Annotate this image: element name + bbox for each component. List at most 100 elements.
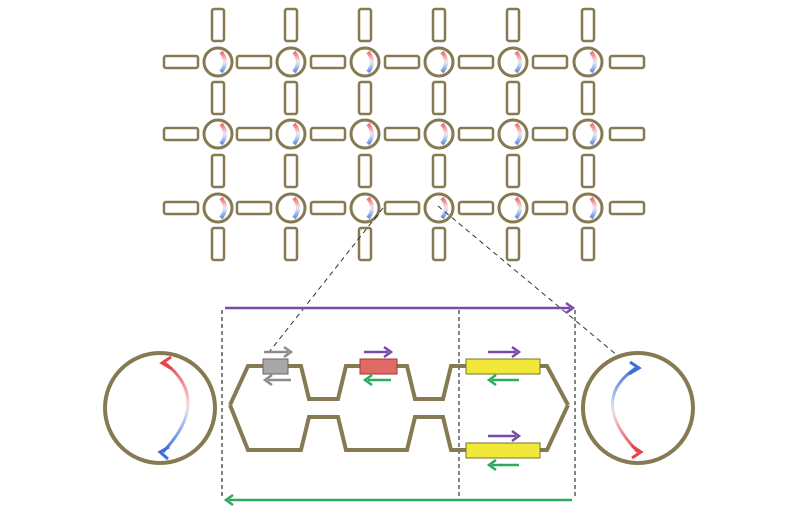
blue-arrowhead-icon	[157, 445, 170, 461]
vertical-coupler	[283, 226, 299, 262]
vertical-coupler	[505, 153, 521, 189]
circulating-light-icon	[440, 50, 448, 74]
circulating-light-icon	[219, 196, 227, 220]
ring-resonator	[497, 46, 529, 78]
horizontal-coupler	[309, 126, 347, 142]
red-arrowhead-icon	[631, 444, 644, 460]
horizontal-coupler	[162, 200, 200, 216]
vertical-coupler	[283, 7, 299, 43]
ring-resonator	[572, 192, 604, 224]
left-ring-resonator	[103, 351, 217, 465]
ring-resonator	[423, 46, 455, 78]
circulating-light-icon	[514, 122, 522, 146]
vertical-coupler	[580, 226, 596, 262]
horizontal-coupler	[383, 126, 421, 142]
horizontal-coupler	[235, 54, 273, 70]
blue-arrowhead-icon	[628, 360, 642, 376]
purple-forward-arrow-head	[383, 345, 394, 359]
red-phase-element	[359, 358, 398, 375]
horizontal-coupler	[383, 54, 421, 70]
horizontal-coupler	[531, 126, 569, 142]
circulating-light-icon	[589, 196, 597, 220]
circulating-light-icon	[292, 50, 300, 74]
circulating-light-icon	[440, 122, 448, 146]
vertical-coupler	[283, 153, 299, 189]
zoom-guide-line	[437, 205, 619, 357]
horizontal-coupler	[531, 200, 569, 216]
vertical-coupler	[505, 80, 521, 116]
horizontal-coupler	[309, 200, 347, 216]
vertical-coupler	[580, 80, 596, 116]
circulating-light-icon	[219, 122, 227, 146]
vertical-coupler	[431, 226, 447, 262]
yellow-phase-element-bottom	[465, 442, 541, 459]
left-ring-circulation	[161, 361, 190, 454]
vertical-coupler	[357, 226, 373, 262]
circulating-light-icon	[366, 122, 374, 146]
circulating-light-icon	[514, 50, 522, 74]
horizontal-coupler	[457, 54, 495, 70]
ring-resonator	[572, 46, 604, 78]
ring-lattice-grid	[162, 7, 646, 262]
circulating-light-icon	[589, 50, 597, 74]
zoom-guide-line	[265, 207, 384, 357]
circulating-light-icon	[514, 196, 522, 220]
vertical-coupler	[357, 153, 373, 189]
horizontal-coupler	[531, 54, 569, 70]
horizontal-coupler	[383, 200, 421, 216]
gray-phase-element	[262, 358, 289, 375]
vertical-coupler	[505, 226, 521, 262]
ring-resonator	[202, 192, 234, 224]
horizontal-coupler	[457, 126, 495, 142]
ring-resonator	[275, 46, 307, 78]
vertical-coupler	[431, 7, 447, 43]
backward-propagation-arrow-head	[223, 493, 234, 507]
ring-resonator	[202, 118, 234, 150]
vertical-coupler	[210, 80, 226, 116]
circulating-light-icon	[366, 196, 374, 220]
horizontal-coupler	[235, 126, 273, 142]
unit-cell-detail	[103, 205, 695, 507]
green-backward-arrow-head	[362, 373, 373, 387]
horizontal-coupler	[457, 200, 495, 216]
vertical-coupler	[431, 153, 447, 189]
ring-resonator	[275, 192, 307, 224]
horizontal-coupler	[608, 200, 646, 216]
vertical-coupler	[580, 153, 596, 189]
vertical-coupler	[357, 80, 373, 116]
red-arrowhead-icon	[159, 355, 173, 371]
vertical-coupler	[357, 7, 373, 43]
vertical-coupler	[210, 7, 226, 43]
ring-resonator	[349, 118, 381, 150]
horizontal-coupler	[309, 54, 347, 70]
ring-resonator	[202, 46, 234, 78]
gray-forward-arrow-head	[283, 345, 294, 359]
vertical-coupler	[580, 7, 596, 43]
circulating-light-icon	[292, 122, 300, 146]
ring-resonator	[497, 192, 529, 224]
circulating-light-icon	[219, 50, 227, 74]
gray-backward-arrow-head	[262, 373, 273, 387]
vertical-coupler	[431, 80, 447, 116]
circulating-light-icon	[292, 196, 300, 220]
vertical-coupler	[283, 80, 299, 116]
right-ring-resonator	[581, 351, 695, 465]
circulating-light-icon	[366, 50, 374, 74]
ring-resonator	[572, 118, 604, 150]
ring-resonator	[423, 192, 455, 224]
ring-resonator	[497, 118, 529, 150]
ring-resonator	[349, 46, 381, 78]
circulating-light-icon	[440, 196, 448, 220]
horizontal-coupler	[162, 54, 200, 70]
vertical-coupler	[210, 226, 226, 262]
horizontal-coupler	[235, 200, 273, 216]
yellow-phase-element-top	[465, 358, 541, 375]
horizontal-coupler	[608, 54, 646, 70]
ring-resonator	[423, 118, 455, 150]
forward-propagation-arrow-head	[565, 301, 576, 315]
horizontal-coupler	[608, 126, 646, 142]
horizontal-coupler	[162, 126, 200, 142]
vertical-coupler	[505, 7, 521, 43]
green-backward-arrow-head	[486, 458, 497, 472]
